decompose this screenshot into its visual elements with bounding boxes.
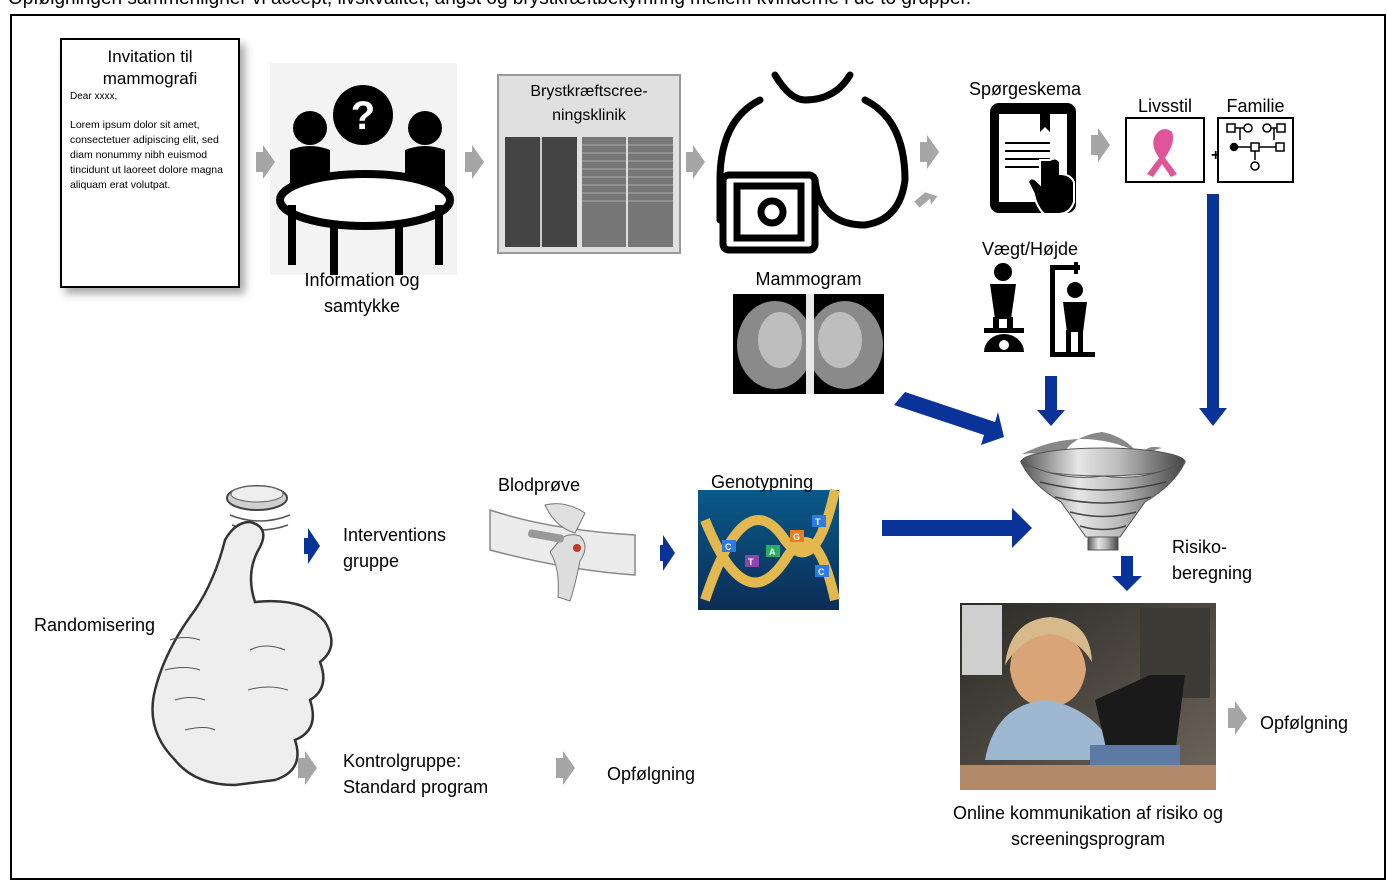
blue-arrow-intervention [304,528,320,564]
blue-arrow-blood [660,535,675,571]
grey-arrow-3 [686,145,705,179]
svg-text:?: ? [351,94,375,138]
breast-mammography-icon [716,71,909,254]
lifestyle-label: Livsstil [1137,96,1192,116]
blue-arrow-mammogram [894,392,1004,445]
letter-body: Lorem ipsum dolor sit amet, consectetuer… [70,119,223,191]
svg-text:A: A [769,547,776,557]
grey-arrow-4 [920,135,939,169]
letter-title: Invitation til mammografi [102,47,198,88]
control-group-label: Kontrolgruppe: Standard program [343,751,489,797]
blue-arrow-funnel [1112,556,1142,591]
randomization-label: Randomisering [34,615,156,635]
height-icon [1050,262,1095,357]
weight-height-label: Vægt/Højde [981,239,1079,259]
svg-text:G: G [793,532,800,542]
followup-online-label: Opfølgning [1260,713,1349,733]
grey-arrow-2 [465,145,484,179]
mammogram-image [733,294,884,394]
tablet-questionnaire-icon [990,103,1076,215]
coin-thumb-icon [151,485,333,787]
svg-text:T: T [815,517,821,527]
risk-calc-label: Risiko-beregning [1172,537,1253,583]
invitation-letter: Invitation til mammografi Dear xxxx, Lor… [60,38,240,288]
svg-text:C: C [725,542,732,552]
letter-greeting: Dear xxxx, [70,91,118,102]
blue-arrow-genotyping [882,508,1032,548]
blood-sample-label: Blodprøve [498,475,581,495]
clinic-icon [497,74,681,254]
grey-arrow-1 [256,145,275,179]
top-caption: Opfølgningen sammenligner vi accept, liv… [8,0,971,10]
woman-laptop-image [960,603,1216,790]
blue-arrows [304,194,1227,591]
online-communication-label: Online kommunikation af risiko og screen… [952,803,1224,849]
svg-text:C: C [818,567,825,577]
svg-text:T: T [748,557,754,567]
questionnaire-label: Spørgeskema [968,79,1082,99]
ribbon-icon [1125,117,1205,183]
grey-arrow-9 [1228,701,1247,735]
grey-arrow-7 [298,751,317,785]
diagram-frame [10,14,1386,880]
grey-arrow-5 [914,190,938,208]
genotyping-label: Genotypning [711,472,814,492]
scale-icon [984,263,1024,352]
information-label: Information og samtykke [304,270,420,316]
pedigree-icon [1217,117,1294,183]
dna-icon: C T A G T C [698,488,840,610]
grey-arrows [256,128,1247,785]
funnel-icon [1019,432,1187,551]
blue-arrow-weight [1037,376,1065,426]
meeting-question-icon: ? [270,63,457,275]
arm-blood-icon [489,503,636,602]
mammogram-label: Mammogram [755,269,862,289]
grey-arrow-8 [556,751,575,785]
followup-control-label: Opfølgning [607,764,696,784]
grey-arrow-6 [1091,128,1110,162]
family-label: Familie [1226,96,1285,116]
svg-text:+: + [1211,147,1220,164]
intervention-group-label: Interventions gruppe [343,525,447,571]
clinic-label: Brystkræftscree-ningsklinik [530,83,648,124]
blue-arrow-family [1199,194,1227,426]
